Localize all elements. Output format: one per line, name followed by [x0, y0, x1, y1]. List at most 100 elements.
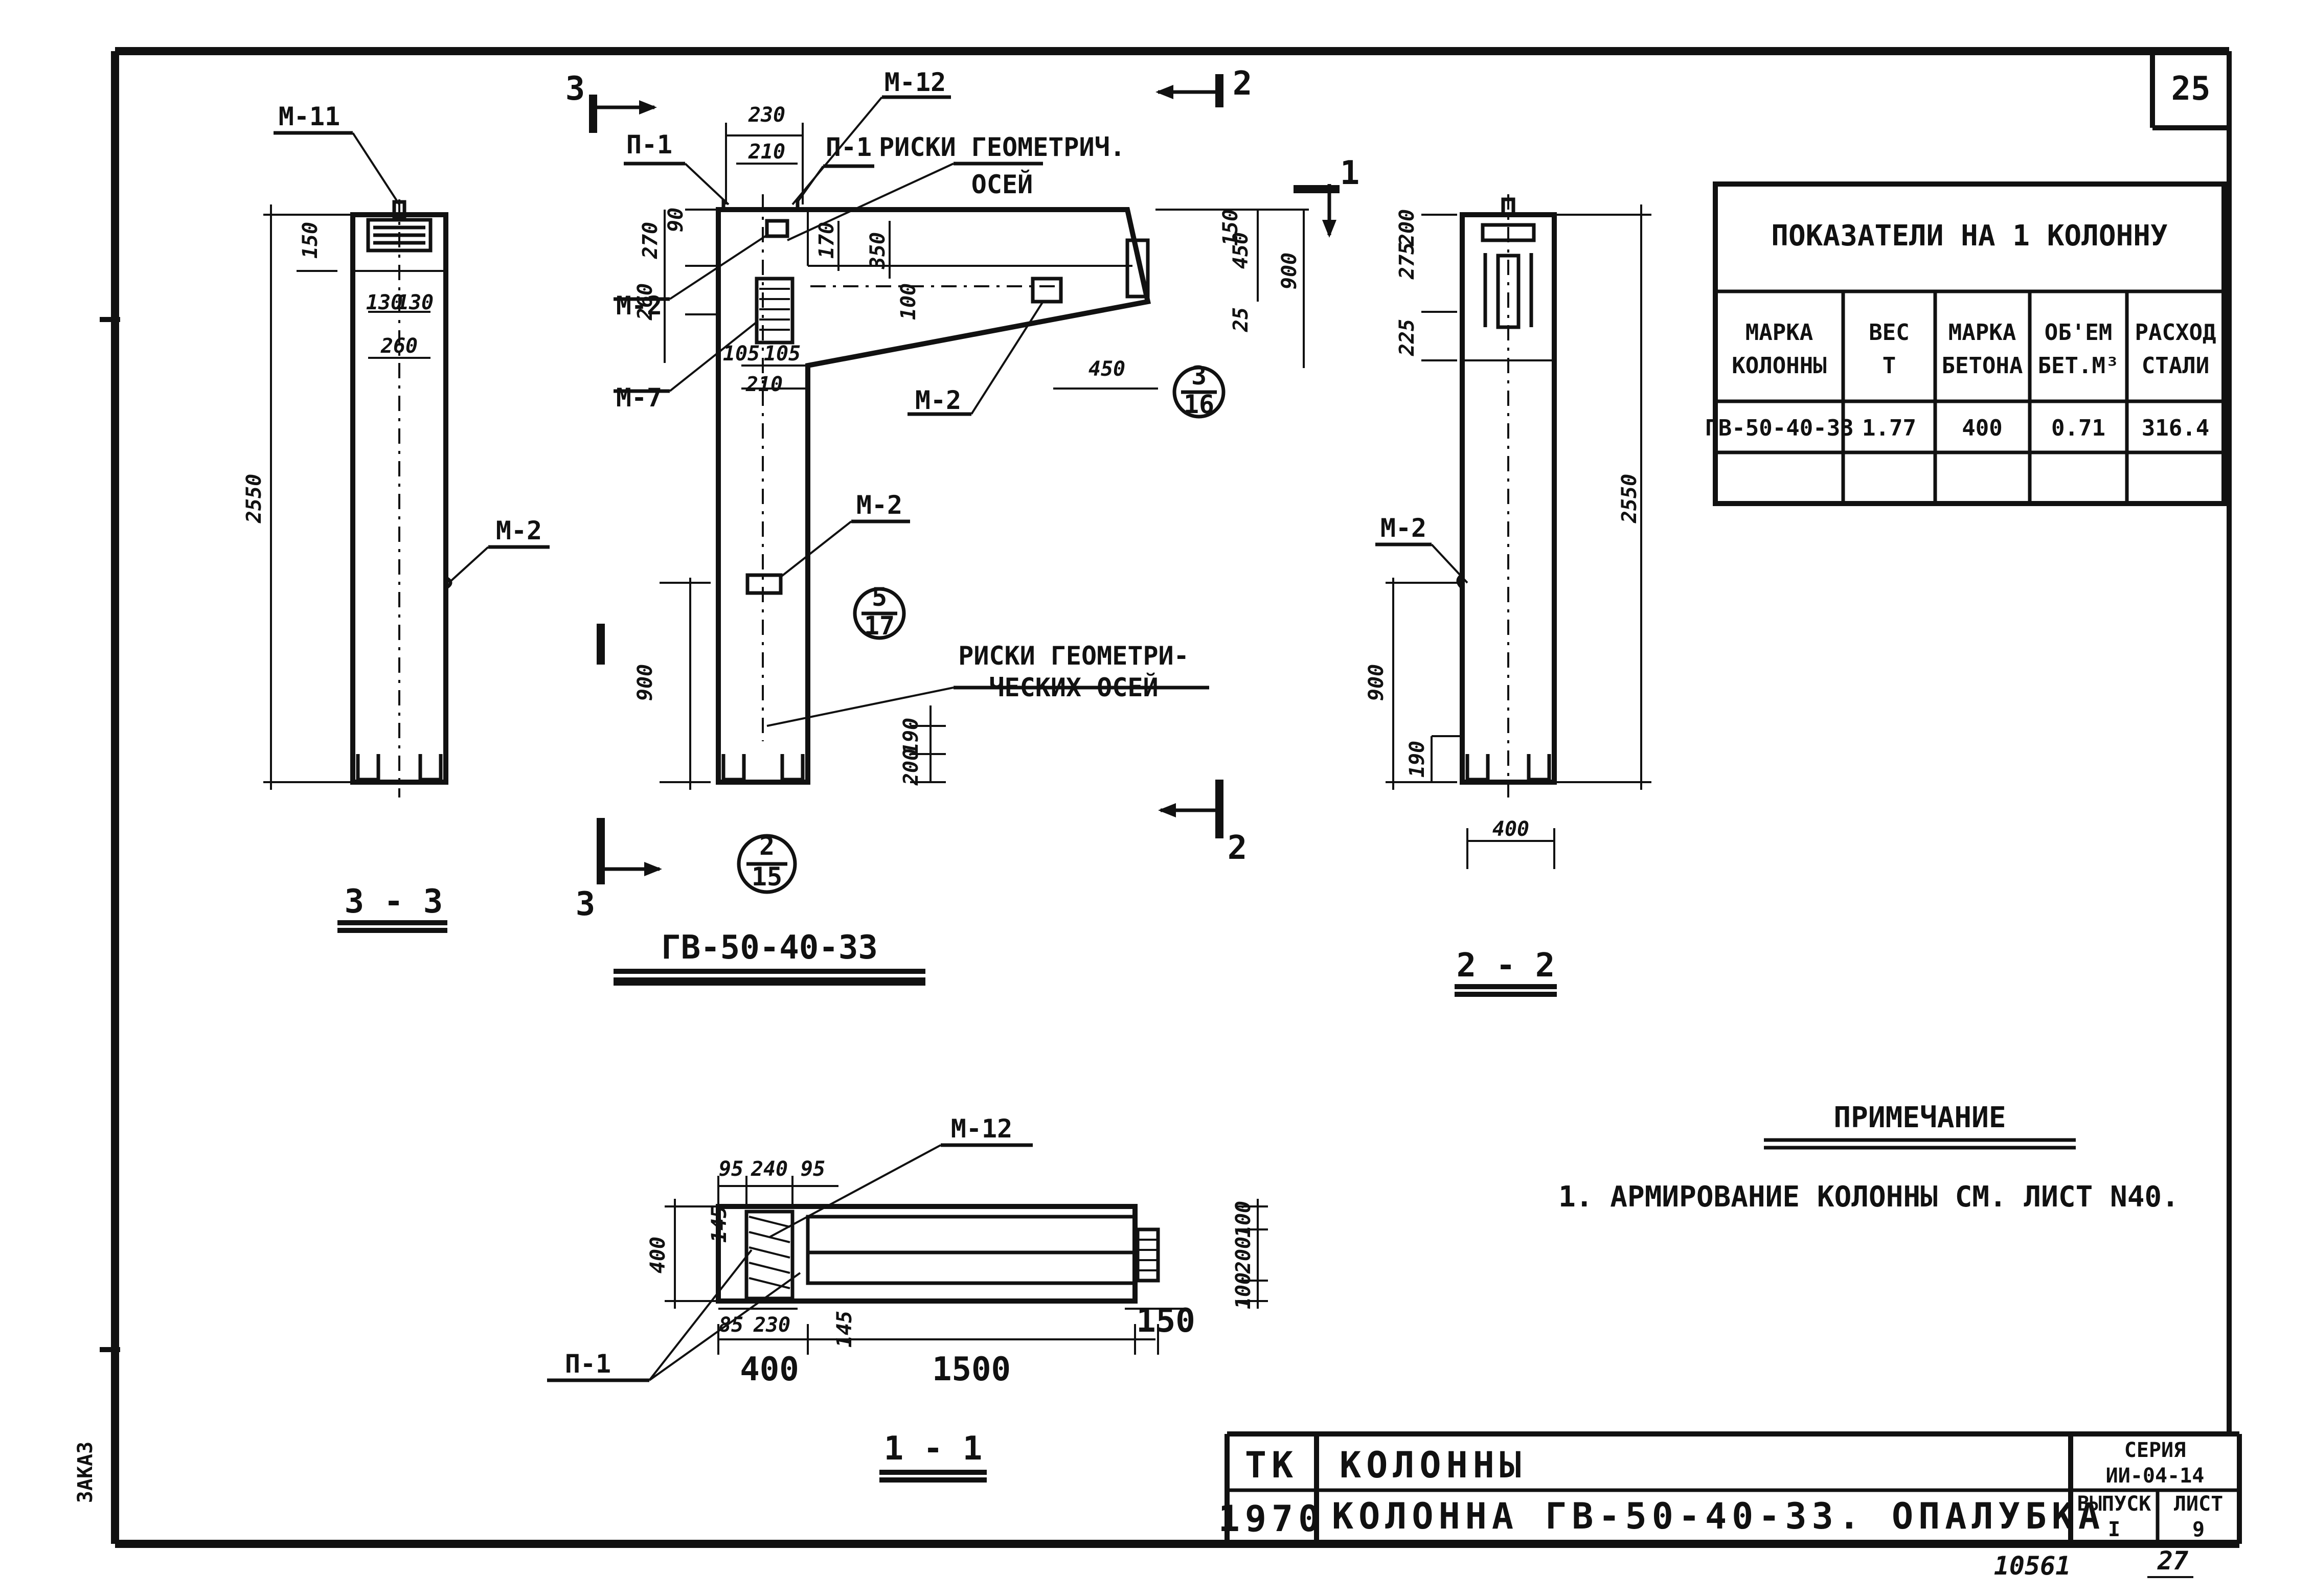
dim-label: 170 [815, 222, 838, 259]
dim-label: 270 [639, 222, 662, 259]
part-label-m11: М-11 [279, 102, 340, 131]
dim-label: 130 [397, 291, 434, 314]
dim-label: 105 [764, 342, 801, 366]
section-1-1: 95 240 95 145 400 145 85 230 150 400 150… [547, 1114, 1268, 1483]
part-label-m7: М-7 [616, 383, 662, 413]
dim-label: 145 [708, 1206, 731, 1243]
title-block-sheet-label: ЛИСТ [2174, 1492, 2223, 1516]
dim-label: 900 [1365, 664, 1388, 701]
table-header: КОЛОННЫ [1732, 353, 1826, 379]
title-block-subtitle: КОЛОННА ГВ-50-40-33. ОПАЛУБКА [1332, 1495, 2105, 1537]
dim-label: 95 [719, 1157, 743, 1181]
table-header: СТАЛИ [2142, 353, 2209, 379]
axis-marks-label: РИСКИ ГЕОМЕТРИЧ. [879, 132, 1125, 162]
note-block: ПРИМЕЧАНИЕ 1. АРМИРОВАНИЕ КОЛОННЫ СМ. ЛИ… [1558, 1101, 2179, 1214]
section-3-3: 150 130 130 260 2550 М-11 М-2 3 - 3 [242, 102, 550, 933]
dim-label: 2550 [1618, 474, 1641, 523]
part-label-p1: П-1 [626, 130, 672, 159]
dim-label: 400 [646, 1237, 670, 1273]
title-block-org: ТК [1245, 1444, 1298, 1486]
part-label-m2: М-2 [915, 385, 961, 415]
dim-label: 2550 [242, 474, 266, 523]
title-block-sheet: 9 [2192, 1518, 2205, 1541]
table-cell: 316.4 [2142, 415, 2209, 441]
circle-ref-bottom: 17 [864, 611, 895, 641]
dim-label: 85 [719, 1313, 743, 1337]
part-label-m2: М-2 [616, 291, 662, 321]
dim-label: 150 [1219, 209, 1242, 246]
main-view-label: ГВ-50-40-33 [661, 929, 878, 967]
title-block-year: 1970 [1218, 1498, 1325, 1540]
dim-label: 190 [899, 718, 923, 755]
dim-label: 210 [745, 373, 783, 396]
dim-label: 95 [801, 1157, 825, 1181]
table-cell: 400 [1962, 415, 2002, 441]
sheet-frame [100, 47, 2239, 1548]
part-label-p1: П-1 [826, 132, 872, 162]
dim-label: 90 [664, 208, 688, 232]
table-header: ОБ'ЕМ [2045, 320, 2112, 346]
dim-label: 100 [1232, 1201, 1255, 1238]
dim-label: 150 [299, 222, 322, 259]
dim-label: 200 [899, 748, 923, 786]
dim-label: 230 [748, 103, 785, 127]
table-cell: 0.71 [2051, 415, 2105, 441]
part-label-m12: М-12 [951, 1114, 1012, 1144]
section-2-2: 275 200 225 2550 900 190 400 М-2 2 - 2 [1365, 194, 1651, 997]
dim-label: 900 [1278, 253, 1301, 289]
axis-marks-label: РИСКИ ГЕОМЕТРИ- [958, 641, 1189, 671]
dim-label: 210 [748, 140, 785, 164]
title-block [1224, 1431, 2242, 1544]
dim-label: 400 [1492, 817, 1529, 841]
indicators-table [1713, 181, 2227, 506]
dim-label: 200 [1232, 1237, 1255, 1274]
dim-label: 190 [1405, 741, 1429, 778]
dim-label: 145 [833, 1311, 856, 1348]
dim-label: 350 [866, 232, 890, 269]
table-header: ВЕС [1869, 320, 1909, 346]
dim-label: 200 [1395, 209, 1419, 246]
part-label-p1: П-1 [565, 1349, 611, 1379]
note-text: 1. АРМИРОВАНИЕ КОЛОННЫ СМ. ЛИСТ N40. [1558, 1180, 2179, 1214]
note-title: ПРИМЕЧАНИЕ [1833, 1101, 2006, 1134]
table-cell: 1.77 [1862, 415, 1916, 441]
dim-label: 275 [1395, 242, 1419, 280]
dim-label: 260 [380, 334, 418, 358]
section-label-1-1: 1 - 1 [884, 1430, 983, 1468]
dim-label: 260 [633, 283, 657, 321]
dim-label: 150 [1136, 1302, 1195, 1340]
circle-ref-top: 3 [1191, 361, 1207, 391]
dim-label: 100 [1232, 1272, 1255, 1309]
dim-label: 400 [740, 1351, 799, 1388]
dim-label: 130 [366, 291, 403, 314]
dim-label: 450 [1089, 357, 1125, 381]
cut-markers: 3 3 2 2 1 [565, 65, 1360, 923]
table-header: МАРКА [1745, 320, 1813, 346]
dim-label: 225 [1395, 319, 1419, 356]
dim-label: 25 [1229, 307, 1253, 332]
section-label-2-2: 2 - 2 [1457, 947, 1555, 985]
table-header: Т [1883, 353, 1896, 379]
title-block-issue-label: ВЫПУСК [2077, 1492, 2151, 1516]
axis-marks-label: ЧЕСКИХ ОСЕЙ [989, 672, 1158, 702]
circle-ref-top: 5 [872, 582, 887, 612]
title-block-issue: I [2108, 1518, 2120, 1541]
table-header: БЕТОНА [1942, 353, 2023, 379]
dim-label: 100 [897, 283, 920, 320]
cut-mark-3: 3 [576, 885, 596, 923]
table-header: РАСХОД [2135, 320, 2216, 346]
dim-label: 900 [633, 664, 657, 701]
cut-mark-1: 1 [1340, 154, 1360, 192]
title-block-series: ИИ-04-14 [2106, 1464, 2205, 1488]
table-header: БЕТ.М³ [2038, 353, 2119, 379]
dim-label: 1500 [932, 1351, 1011, 1388]
main-elevation: 230 210 90 270 170 350 260 100 105 105 2… [597, 67, 1309, 986]
inventory-number: 10561 [1994, 1551, 2071, 1581]
part-label-m2: М-2 [1380, 513, 1426, 543]
circle-ref-top: 2 [759, 831, 775, 861]
dim-label: 450 [1229, 232, 1253, 269]
part-label-m2: М-2 [856, 490, 902, 520]
dim-label: 230 [753, 1313, 790, 1337]
